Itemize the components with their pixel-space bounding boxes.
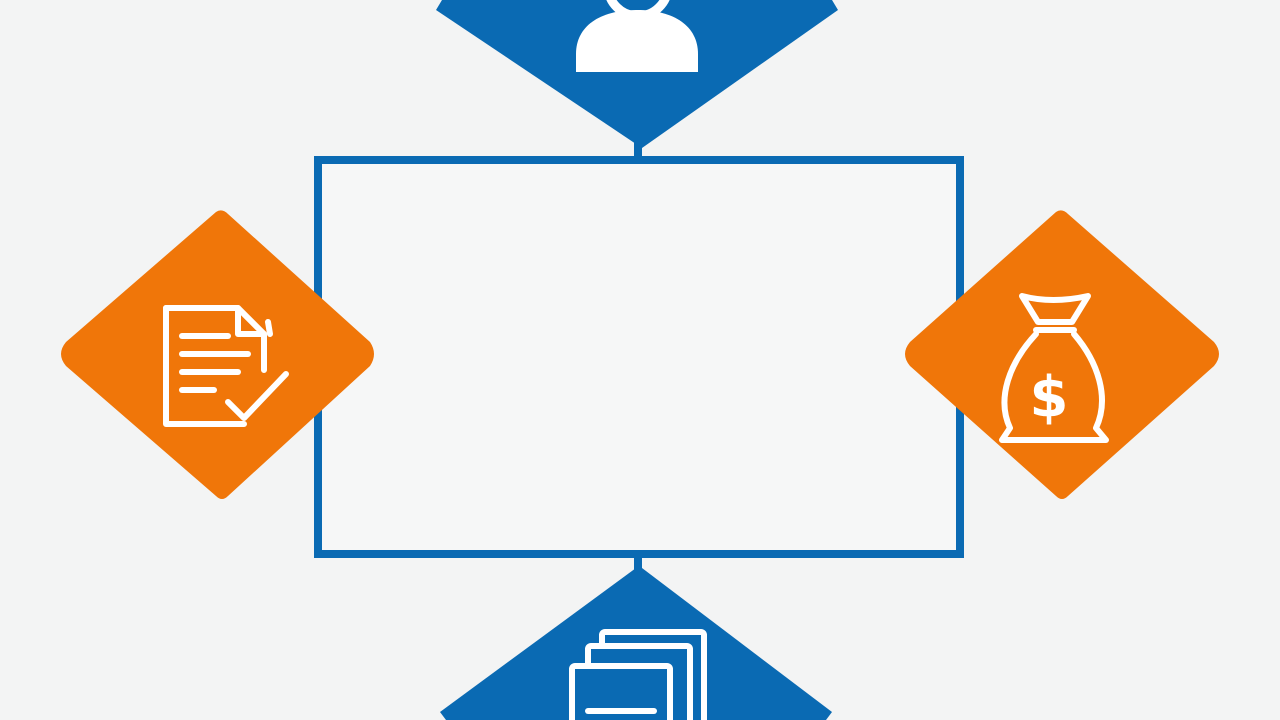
user-icon: [576, 0, 698, 72]
dollar-symbol: $: [1030, 365, 1069, 430]
top-triangle: [436, 0, 838, 148]
stacked-documents-icon: [569, 629, 707, 720]
money-bag-icon: $: [999, 293, 1109, 443]
right-node: $: [905, 210, 1219, 499]
right-diamond: [905, 210, 1219, 499]
center-box: [314, 156, 964, 558]
left-node: [61, 210, 374, 499]
top-node: [436, 0, 838, 148]
bottom-node: [440, 568, 832, 720]
document-check-icon: [163, 305, 289, 427]
